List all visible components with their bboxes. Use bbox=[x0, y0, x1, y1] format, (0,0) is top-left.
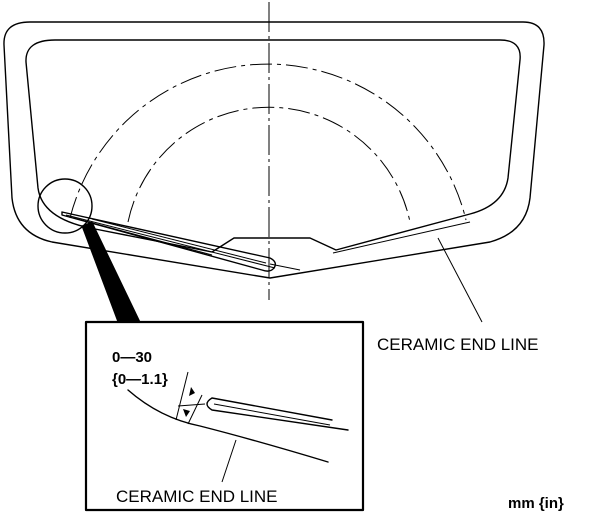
dimension-arrow-bottom bbox=[183, 409, 190, 417]
ceramic-end-line-label: CERAMIC END LINE bbox=[377, 335, 539, 354]
dimension-ext-line-2 bbox=[187, 394, 203, 425]
dimension-ext-line-1 bbox=[175, 371, 189, 421]
detail-callout-circle bbox=[37, 178, 93, 234]
wiper-blade-inner-line bbox=[91, 218, 267, 264]
ceramic-band-line bbox=[332, 221, 471, 254]
ceramic-end-line-leader bbox=[437, 237, 483, 323]
dimension-in-label: {0—1.1} bbox=[112, 371, 168, 388]
dimension-mm-label: 0—30 bbox=[112, 349, 152, 366]
dimension-line bbox=[177, 403, 206, 407]
units-label: mm {in} bbox=[508, 495, 564, 512]
wiper-blade bbox=[61, 211, 277, 272]
detail-inset-box bbox=[84, 320, 365, 512]
wiper-pointer-line bbox=[269, 263, 301, 271]
inset-glass-edge bbox=[127, 389, 329, 463]
dimension-arrow-top bbox=[189, 387, 195, 396]
window-outer-frame bbox=[3, 21, 545, 279]
inset-ceramic-leader bbox=[221, 439, 237, 483]
inset-wiper-blade bbox=[206, 397, 349, 431]
wiper-rest-line bbox=[65, 214, 276, 269]
glass-inner-edge bbox=[25, 39, 521, 253]
wiper-outer-sweep-arc bbox=[69, 63, 467, 221]
inset-blade-center bbox=[213, 403, 331, 426]
inset-ceramic-end-line-label: CERAMIC END LINE bbox=[116, 487, 278, 506]
detail-callout-wedge bbox=[81, 221, 141, 323]
wiper-inner-sweep-arc bbox=[127, 106, 411, 223]
